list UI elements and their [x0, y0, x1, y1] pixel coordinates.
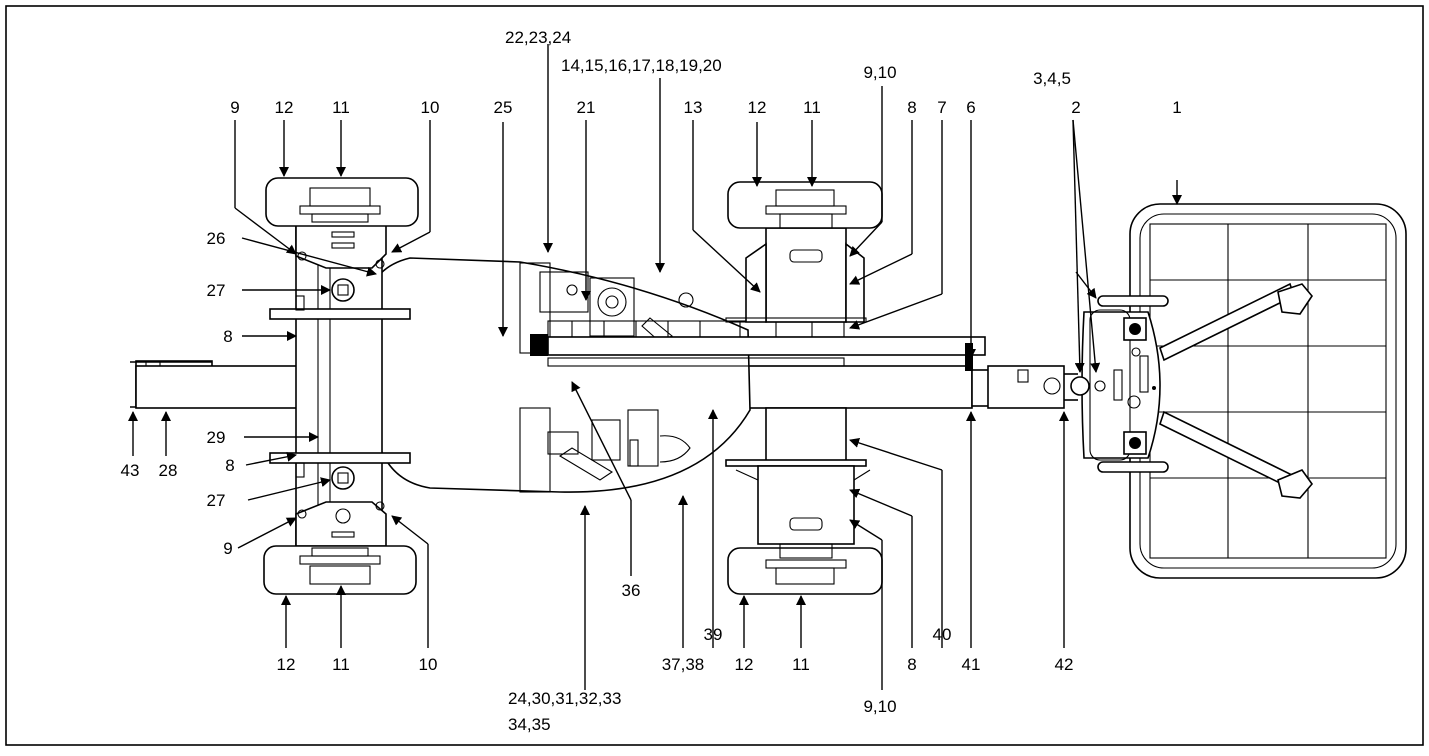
callout-22-23-24: 22,23,24 [505, 28, 571, 47]
front-tire-top [727, 181, 883, 229]
callout-8: 8 [907, 98, 916, 117]
callout-27: 27 [207, 491, 226, 510]
callout-11: 11 [332, 98, 350, 117]
front-axle [725, 227, 871, 545]
callout-11: 11 [332, 655, 350, 674]
callout-8: 8 [223, 327, 232, 346]
callout-11: 11 [803, 98, 821, 117]
callout-27: 27 [207, 281, 226, 300]
callout-8: 8 [907, 655, 916, 674]
callout-9: 9 [223, 539, 232, 558]
callout-1: 1 [1172, 98, 1181, 117]
callout-3-4-5: 3,4,5 [1033, 69, 1071, 88]
callout-9: 9 [230, 98, 239, 117]
callout-42: 42 [1055, 655, 1074, 674]
callout-25: 25 [494, 98, 513, 117]
callout-10: 10 [419, 655, 438, 674]
turntable [364, 257, 751, 493]
callout-36: 36 [622, 581, 641, 600]
callout-10: 10 [421, 98, 440, 117]
callout-12: 12 [735, 655, 754, 674]
callout-40: 40 [933, 625, 952, 644]
callout-labels: 1 2 3,4,5 6 7 8 9,10 11 12 13 14,15,16,1… [121, 28, 1182, 734]
callout-21: 21 [577, 98, 596, 117]
callout-11: 11 [792, 655, 810, 674]
callout-9-10: 9,10 [863, 697, 896, 716]
boom-channel [547, 320, 986, 371]
callout-7: 7 [937, 98, 946, 117]
front-tire-bottom [727, 543, 883, 595]
callout-8: 8 [225, 456, 234, 475]
callout-2: 2 [1071, 98, 1080, 117]
callout-14-20: 14,15,16,17,18,19,20 [561, 56, 722, 75]
callout-12: 12 [275, 98, 294, 117]
diagram-frame [5, 5, 1424, 746]
platform [1129, 203, 1407, 579]
callout-24-30-33: 24,30,31,32,33 [508, 689, 621, 708]
callout-41: 41 [962, 655, 981, 674]
rear-tire-bottom [263, 545, 417, 595]
control-box [1070, 295, 1169, 473]
callout-43: 43 [121, 461, 140, 480]
leader-lines [128, 44, 1182, 690]
callout-6: 6 [966, 98, 975, 117]
callout-12: 12 [748, 98, 767, 117]
callout-28: 28 [159, 461, 178, 480]
callout-12: 12 [277, 655, 296, 674]
callout-34-35: 34,35 [508, 715, 551, 734]
callout-37-38: 37,38 [662, 655, 705, 674]
rear-tire-top [265, 177, 419, 227]
callout-9-10: 9,10 [863, 63, 896, 82]
callout-29: 29 [207, 428, 226, 447]
callout-39: 39 [704, 625, 723, 644]
callout-26: 26 [207, 229, 226, 248]
callout-13: 13 [684, 98, 703, 117]
